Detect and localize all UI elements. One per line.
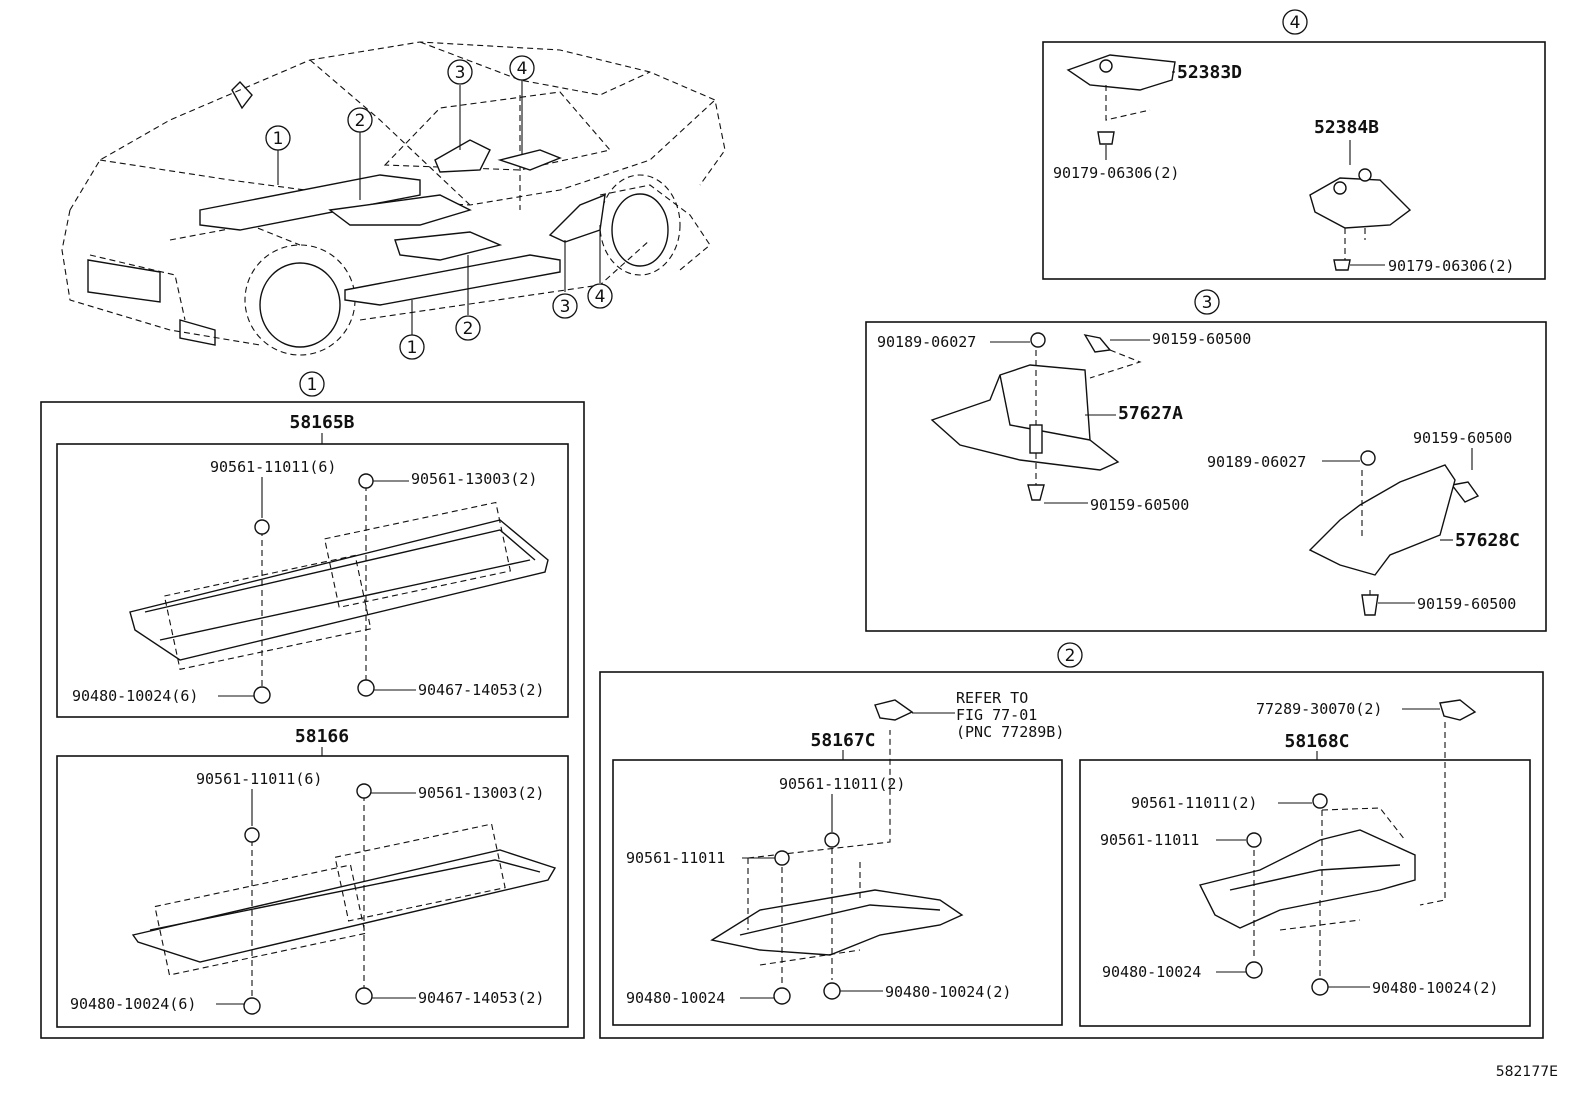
group-4-callout: 4 xyxy=(1290,13,1301,33)
label-90561-11011-6-upper: 90561-11011(6) xyxy=(210,458,336,476)
label-77289-30070-2: 77289-30070(2) xyxy=(1256,700,1382,718)
car-callout-4a: 4 xyxy=(517,59,528,79)
part-58168C-title: 58168C xyxy=(1284,731,1349,752)
label-90561-11011-6-lower: 90561-11011(6) xyxy=(196,770,322,788)
car-callout-3a: 3 xyxy=(455,63,466,83)
label-90480-10024-2-right: 90480-10024(2) xyxy=(1372,979,1498,997)
car-callout-1a: 1 xyxy=(273,129,284,149)
part-57627A-label: 57627A xyxy=(1118,403,1183,424)
car-callout-3b: 3 xyxy=(560,297,571,317)
label-90480-10024-6-upper: 90480-10024(6) xyxy=(72,687,198,705)
refer-line-3: (PNC 77289B) xyxy=(956,723,1064,741)
group-3-panel: 3 90189-06027 90159-60500 57627A 90159-6… xyxy=(865,289,1547,632)
label-90159-60500-c: 90159-60500 xyxy=(1413,429,1512,447)
label-90480-10024-right: 90480-10024 xyxy=(1102,963,1201,981)
label-90179-06306-2-left: 90179-06306(2) xyxy=(1053,164,1179,182)
label-90159-60500-a: 90159-60500 xyxy=(1152,330,1251,348)
group-2-callout: 2 xyxy=(1065,646,1076,666)
label-90480-10024-left: 90480-10024 xyxy=(626,989,725,1007)
group-1-panel: 1 58165B 90561-11011(6) 90561-13003(2) 9… xyxy=(40,371,585,1039)
label-90561-13003-2-lower: 90561-13003(2) xyxy=(418,784,544,802)
label-90179-06306-2-right: 90179-06306(2) xyxy=(1388,257,1514,275)
car-overview: 1 2 3 4 1 2 3 4 xyxy=(61,41,726,360)
label-90480-10024-6-lower: 90480-10024(6) xyxy=(70,995,196,1013)
label-90159-60500-b: 90159-60500 xyxy=(1090,496,1189,514)
label-90561-11011-right: 90561-11011 xyxy=(1100,831,1199,849)
car-callout-1b: 1 xyxy=(407,338,418,358)
label-90561-11011-left: 90561-11011 xyxy=(626,849,725,867)
group-1-callout: 1 xyxy=(307,375,318,395)
part-58165B-title: 58165B xyxy=(289,412,354,433)
label-90561-11011-2-left: 90561-11011(2) xyxy=(779,775,905,793)
label-90189-06027-a: 90189-06027 xyxy=(877,333,976,351)
label-90159-60500-d: 90159-60500 xyxy=(1417,595,1516,613)
diagram-id: 582177E xyxy=(1496,1064,1558,1080)
group-3-callout: 3 xyxy=(1202,293,1213,313)
refer-line-1: REFER TO xyxy=(956,689,1028,707)
label-90561-13003-2-upper: 90561-13003(2) xyxy=(411,470,537,488)
car-callout-2a: 2 xyxy=(355,111,366,131)
group-4-panel: 4 52383D 90179-06306(2) 52384B 90179-063… xyxy=(1042,9,1546,280)
label-90480-10024-2-left: 90480-10024(2) xyxy=(885,983,1011,1001)
part-57628C-label: 57628C xyxy=(1455,530,1520,551)
part-58166-title: 58166 xyxy=(295,726,349,747)
refer-line-2: FIG 77-01 xyxy=(956,706,1037,724)
part-52384B-label: 52384B xyxy=(1314,117,1379,138)
part-52383D-label: 52383D xyxy=(1177,62,1242,83)
car-callout-4b: 4 xyxy=(595,287,606,307)
car-callout-2b: 2 xyxy=(463,319,474,339)
label-90467-14053-2-lower: 90467-14053(2) xyxy=(418,989,544,1007)
part-58167C-title: 58167C xyxy=(810,730,875,751)
label-90467-14053-2-upper: 90467-14053(2) xyxy=(418,681,544,699)
label-90561-11011-2-right: 90561-11011(2) xyxy=(1131,794,1257,812)
group-2-panel: 2 REFER TO FIG 77-01 (PNC 77289B) 77289-… xyxy=(599,642,1544,1039)
label-90189-06027-b: 90189-06027 xyxy=(1207,453,1306,471)
